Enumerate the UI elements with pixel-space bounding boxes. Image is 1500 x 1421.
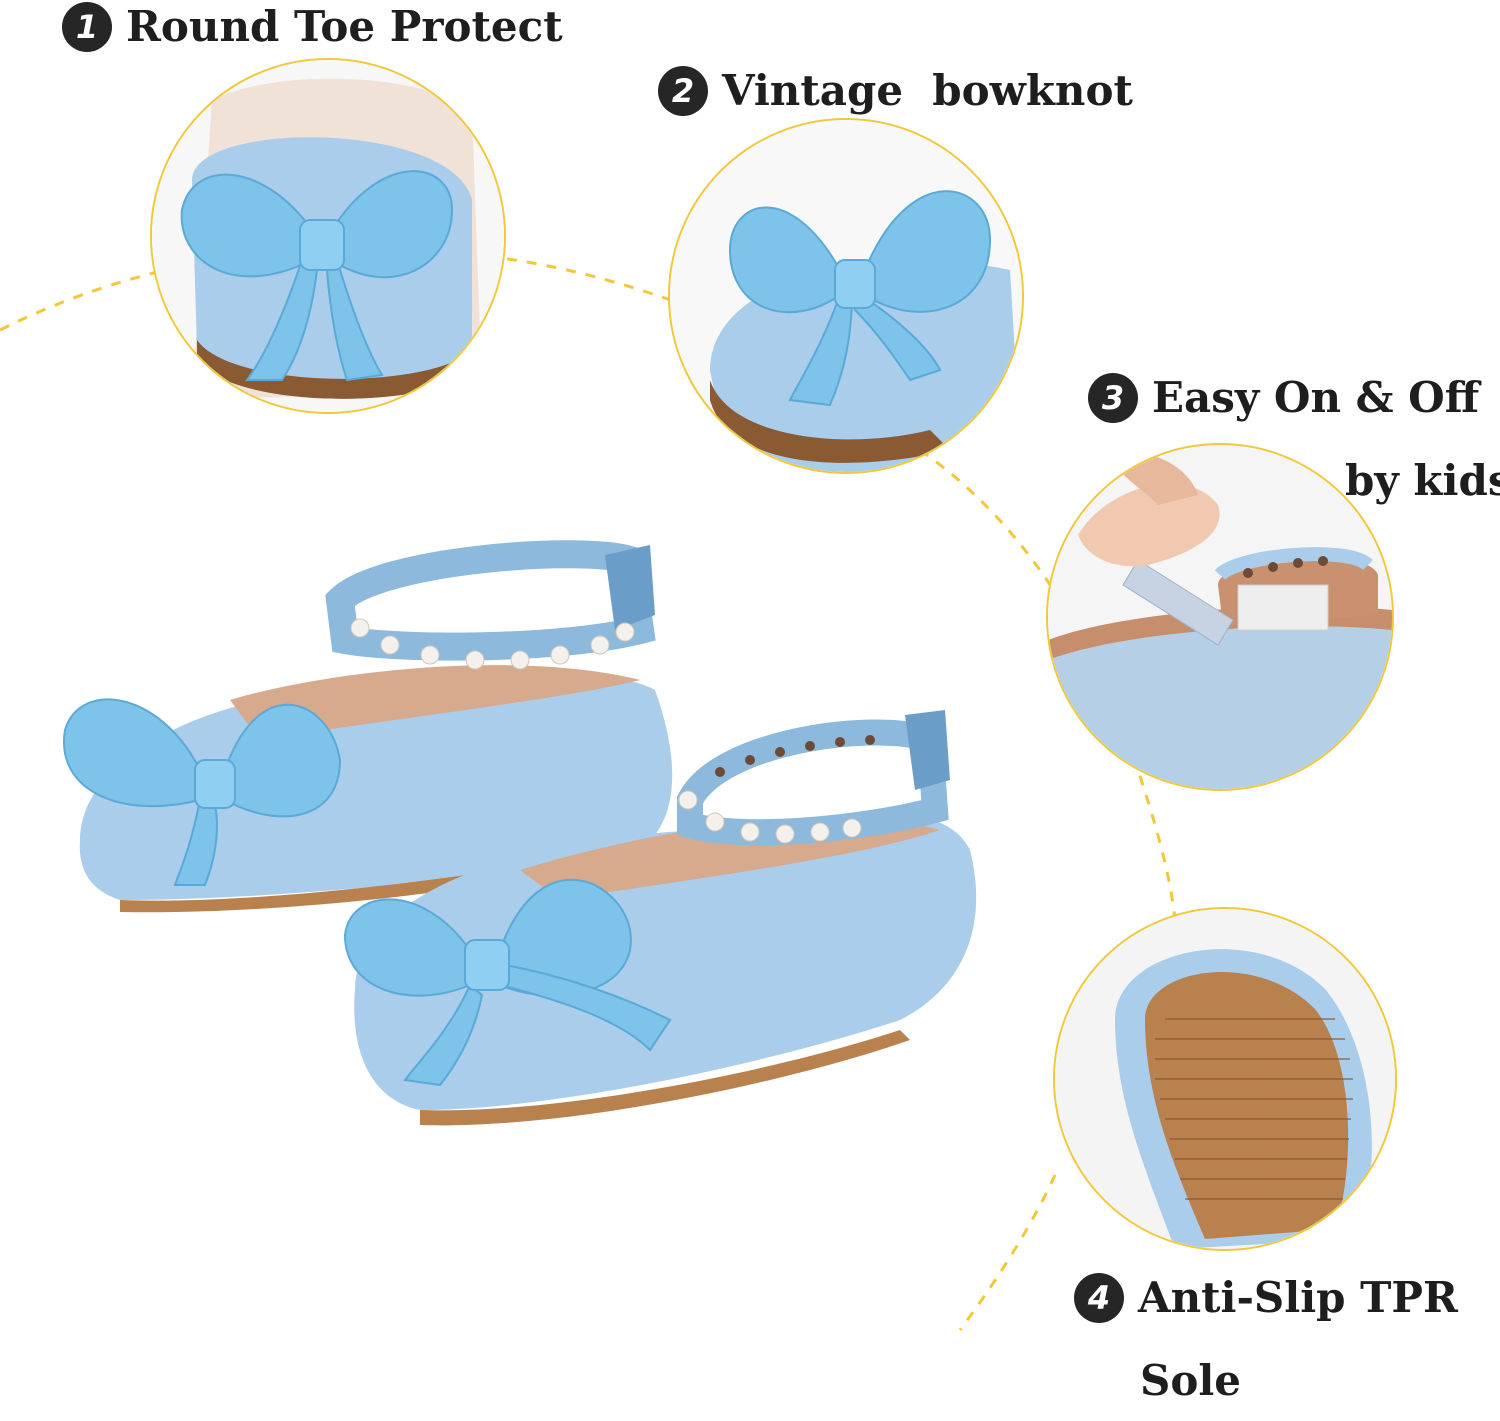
feature-1-label: 1 Round Toe Protect (62, 2, 563, 52)
number-1-icon: 1 (62, 2, 112, 52)
feature-3-label: 3 Easy On & Off (1088, 373, 1479, 423)
feature-2-title: Vintage bowknot (722, 66, 1133, 115)
feature-4-subtitle: Sole (1140, 1356, 1242, 1405)
number-3-icon: 3 (1088, 373, 1138, 423)
feature-4-title: Anti-Slip TPR (1138, 1273, 1458, 1322)
round-toe-detail-image (150, 58, 506, 414)
vintage-bowknot-detail-image (668, 118, 1024, 474)
feature-2-label: 2 Vintage bowknot (658, 66, 1133, 116)
feature-1-title: Round Toe Protect (126, 2, 563, 51)
easy-on-off-strap-detail-image (1046, 443, 1394, 791)
number-4-icon: 4 (1074, 1273, 1124, 1323)
feature-4-label: 4 Anti-Slip TPR (1074, 1273, 1458, 1323)
feature-3-title: Easy On & Off (1152, 373, 1480, 422)
anti-slip-sole-detail-image (1053, 907, 1397, 1251)
feature-3-subtitle: by kids (1345, 456, 1500, 505)
number-2-icon: 2 (658, 66, 708, 116)
